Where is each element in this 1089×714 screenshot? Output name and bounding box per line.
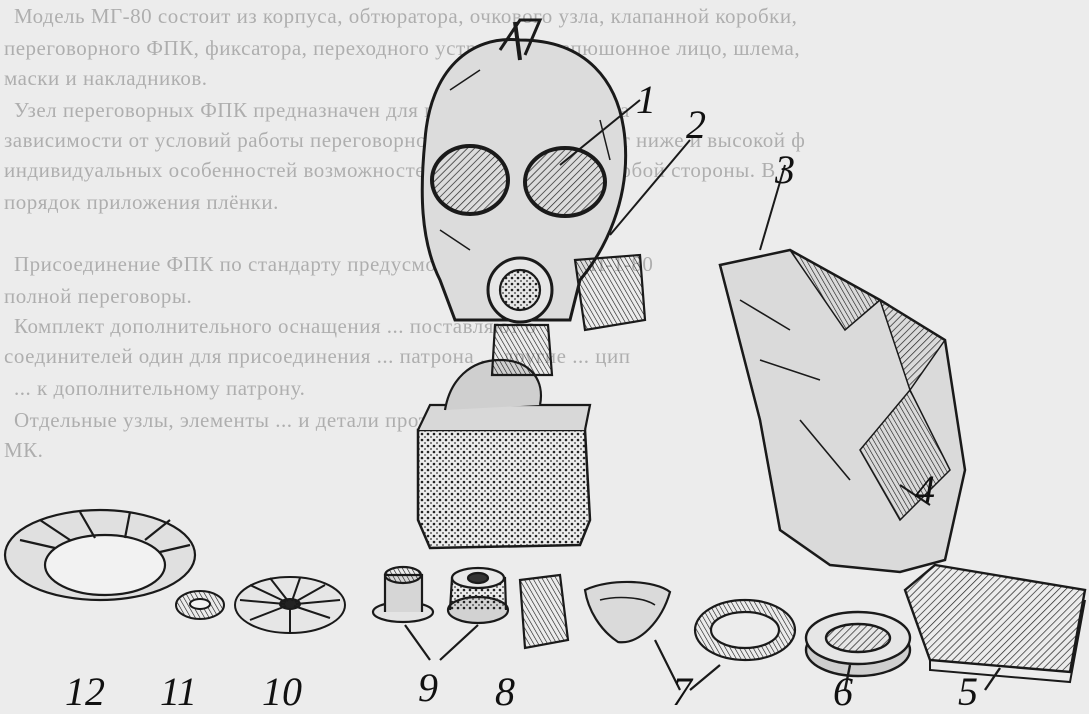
callout-3: 3 (775, 150, 795, 190)
callout-7: 7 (672, 672, 692, 712)
part-11-small-ring (176, 591, 224, 619)
callout-2: 2 (686, 105, 706, 145)
callout-10: 10 (262, 672, 302, 712)
part-5-plate (905, 565, 1085, 690)
callout-6: 6 (833, 672, 853, 712)
callout-5: 5 (958, 672, 978, 712)
callout-11: 11 (160, 672, 197, 712)
callout-12: 12 (65, 672, 105, 712)
part-6-lid (806, 612, 910, 690)
callout-4: 4 (915, 470, 935, 510)
gas-mask-with-canister (418, 20, 645, 548)
part-9-valve-caps (373, 567, 508, 660)
callout-8: 8 (495, 672, 515, 712)
part-8-block (520, 575, 568, 648)
callout-1: 1 (636, 80, 656, 120)
callout-9: 9 (418, 668, 438, 708)
part-10-ribbed-disk (235, 577, 345, 633)
part-12-hood (5, 510, 195, 600)
carrying-bag (720, 250, 965, 572)
